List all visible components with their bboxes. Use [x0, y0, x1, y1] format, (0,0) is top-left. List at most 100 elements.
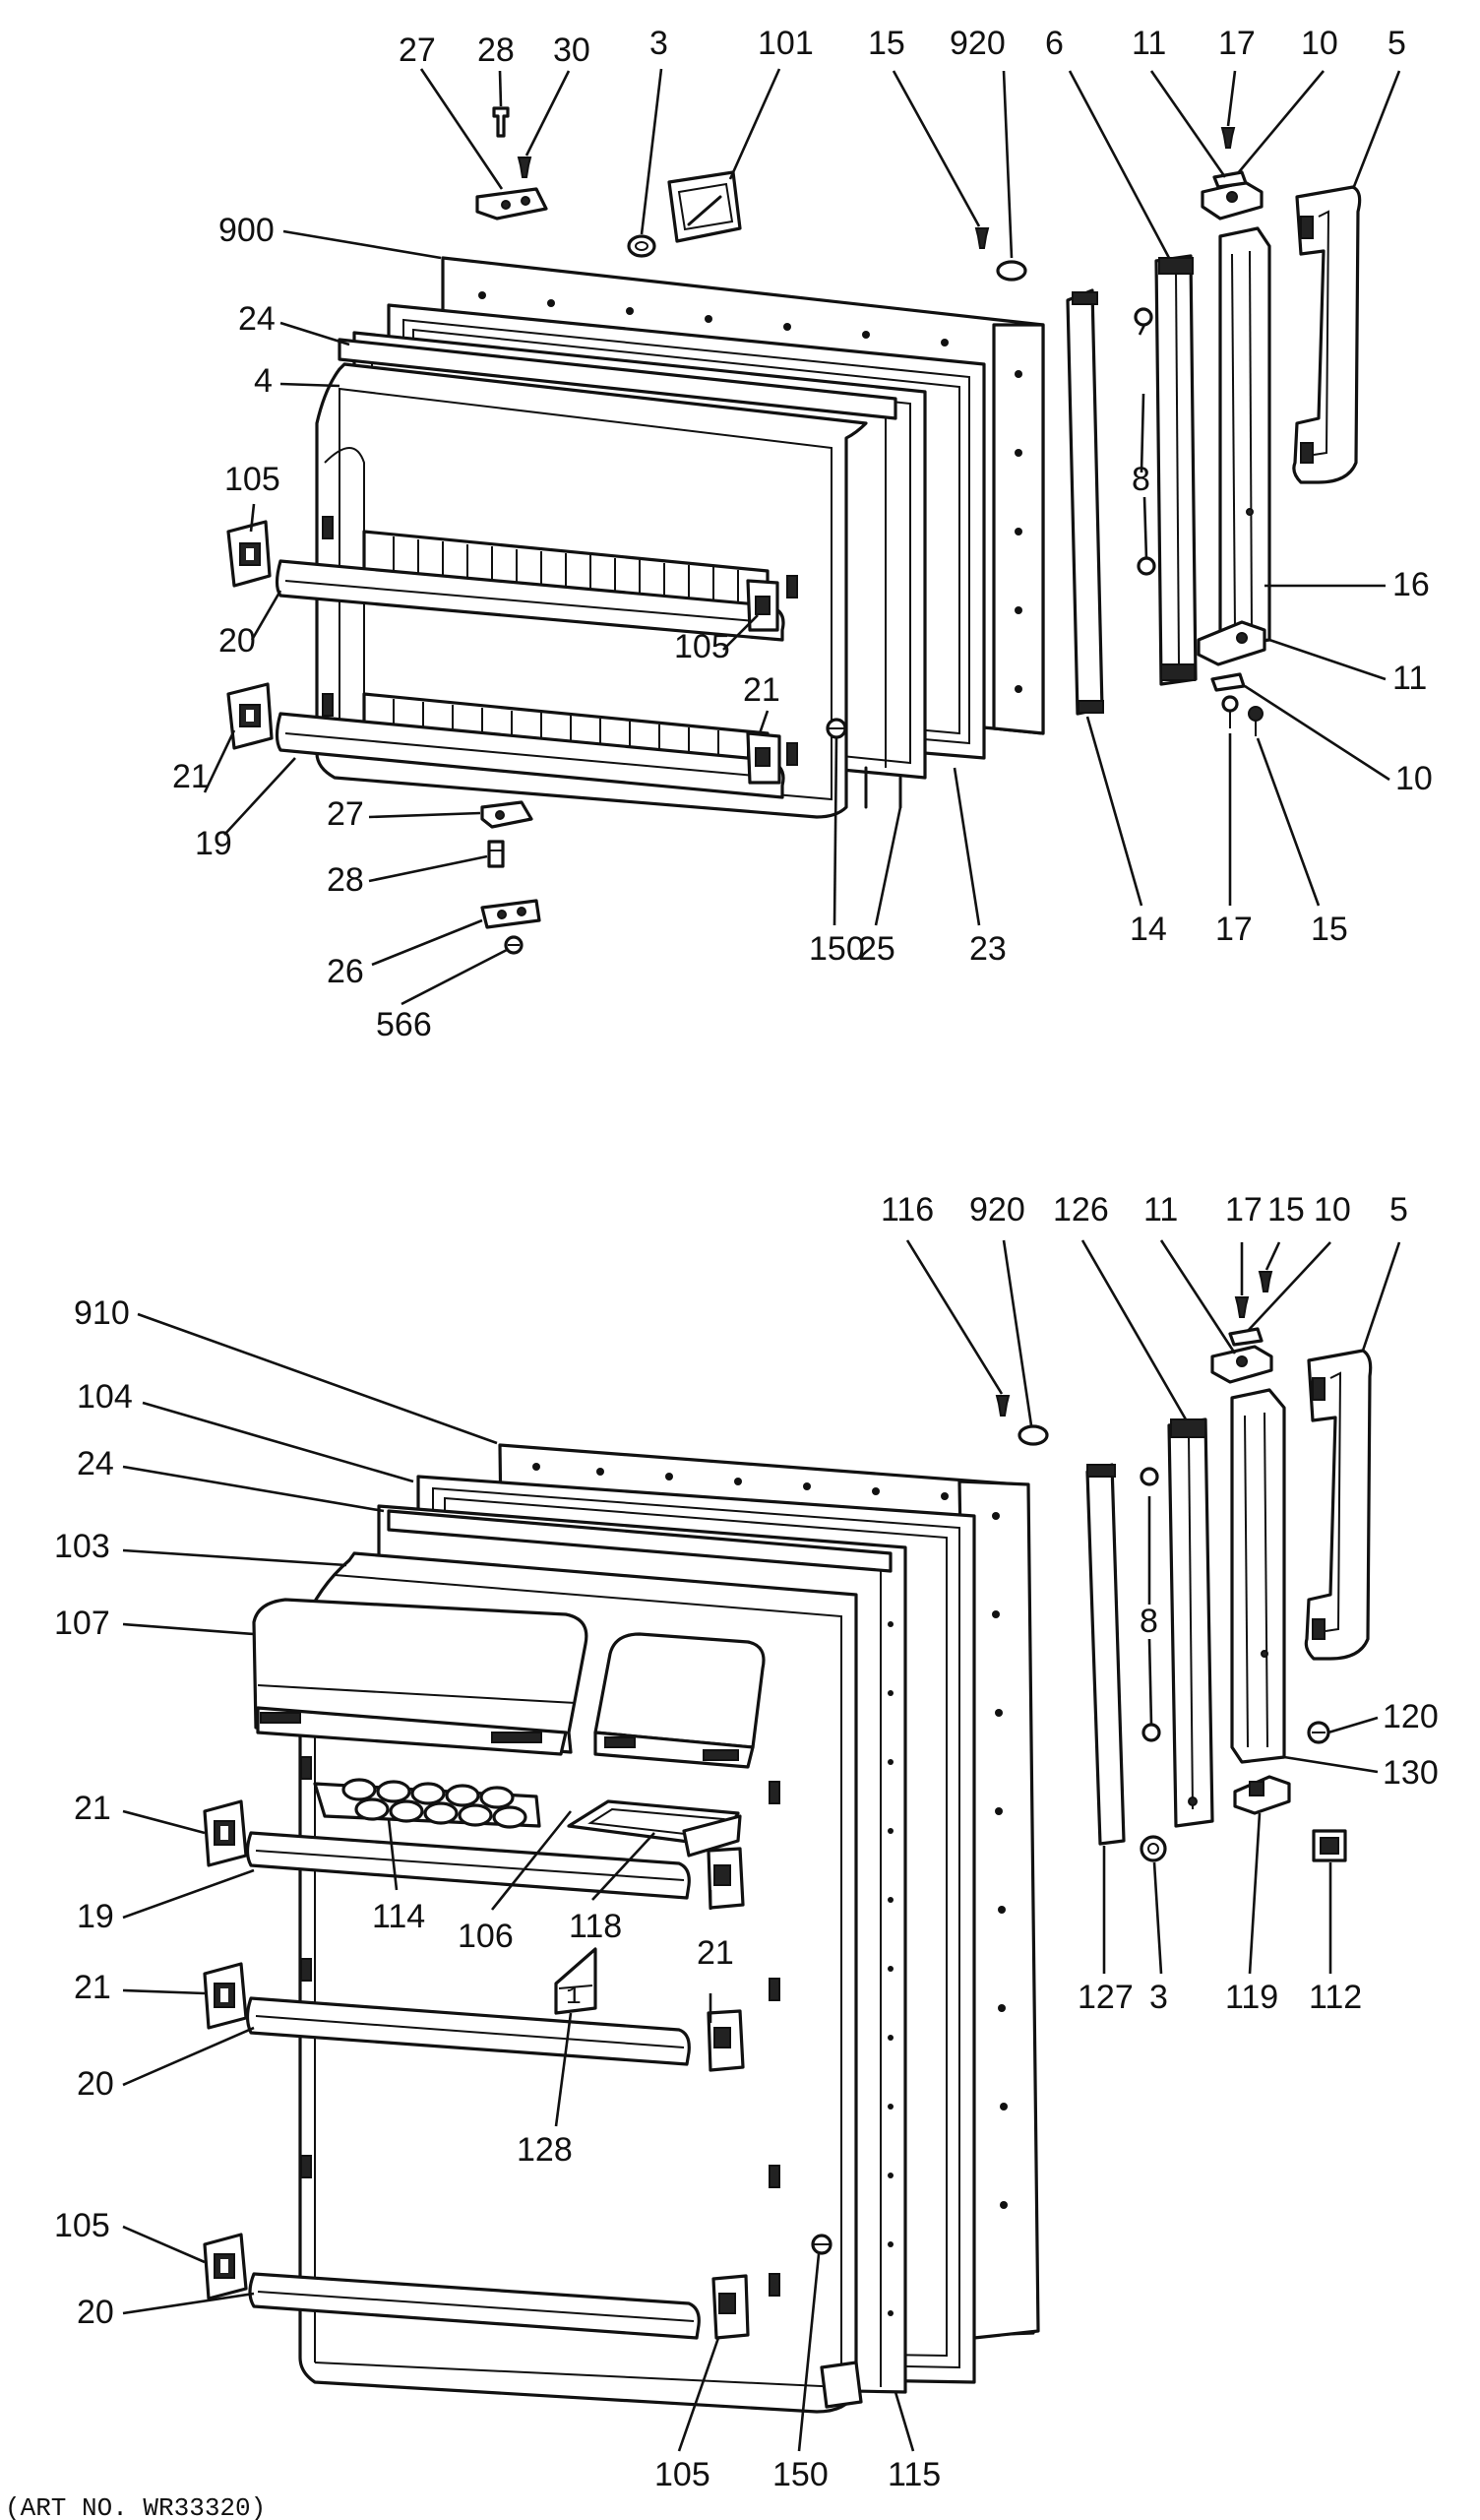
door-strip-24-bottom [387, 1509, 893, 1573]
compartment-door-106 [593, 1632, 766, 1769]
label-104: 104 [77, 1378, 133, 1416]
label-105-b-left: 105 [54, 2207, 110, 2244]
label-910: 910 [74, 1294, 130, 1332]
label-900: 900 [218, 212, 275, 249]
label-14: 14 [1130, 911, 1167, 948]
door-handle-5-bottom [1304, 1349, 1373, 1661]
liner-foot [820, 2361, 863, 2409]
label-128: 128 [517, 2131, 573, 2169]
shelf-bracket-105-upper [746, 579, 779, 632]
label-103: 103 [54, 1528, 110, 1565]
label-112: 112 [1309, 1979, 1362, 2016]
label-30: 30 [553, 32, 590, 69]
screw-566 [504, 935, 524, 955]
plug-920-top [996, 260, 1027, 282]
label-24: 24 [238, 300, 276, 338]
label-8-top: 8 [1132, 461, 1150, 498]
plate-10-bottom [1228, 1327, 1264, 1347]
svg-text:1: 1 [566, 1982, 582, 2011]
handle-trim-130 [1230, 1388, 1286, 1764]
label-20-b1: 20 [77, 2065, 114, 2103]
plug-3-top [627, 234, 656, 258]
dairy-compartment-107 [252, 1598, 588, 1756]
label-127: 127 [1078, 1979, 1134, 2016]
label-5-b: 5 [1389, 1191, 1408, 1228]
label-16: 16 [1392, 566, 1430, 603]
label-150-top: 150 [809, 930, 865, 968]
handle-end-cap-11-upper [1201, 180, 1264, 220]
label-27-lower: 27 [327, 795, 364, 833]
label-6: 6 [1045, 25, 1064, 62]
label-920-b: 920 [969, 1191, 1025, 1228]
label-126: 126 [1053, 1191, 1109, 1228]
screw-120 [1307, 1721, 1330, 1744]
label-17: 17 [1218, 25, 1256, 62]
shelf-bar-20-middle [245, 1996, 691, 2066]
screw-15-bottom [1258, 1271, 1273, 1292]
shelf-bar-19-bottom [245, 1831, 691, 1900]
label-17-lower: 17 [1215, 911, 1253, 948]
top-leader-lines [203, 68, 1401, 1006]
label-3-b: 3 [1149, 1979, 1168, 2016]
label-21-b-right: 21 [697, 1934, 734, 1972]
label-28: 28 [477, 32, 515, 69]
hinge-bar-126 [1167, 1418, 1214, 1828]
screw-15-top [974, 227, 990, 249]
label-20: 20 [218, 622, 256, 660]
egg-tray-114 [313, 1778, 541, 1829]
label-101: 101 [758, 25, 814, 62]
label-21-b2: 21 [74, 1969, 111, 2006]
label-118: 118 [569, 1908, 622, 1945]
label-21-b1: 21 [74, 1790, 111, 1827]
hinge-pin-28-top [492, 106, 510, 138]
label-plate-128: 1 [554, 1947, 597, 2015]
plate-10-upper [1212, 170, 1248, 189]
label-8-b: 8 [1140, 1603, 1158, 1640]
label-150-b: 150 [772, 2456, 829, 2493]
label-105-b-bottom: 105 [654, 2456, 710, 2493]
label-566: 566 [376, 1006, 432, 1043]
breaker-strip-bottom [864, 766, 902, 809]
label-19: 19 [195, 825, 232, 862]
label-3: 3 [649, 25, 668, 62]
label-115: 115 [888, 2456, 941, 2493]
screw-17-lower [1221, 695, 1239, 728]
hinge-27-top [475, 187, 548, 220]
door-handle-5 [1292, 185, 1362, 484]
label-21-left: 21 [172, 758, 210, 795]
label-5: 5 [1388, 25, 1406, 62]
label-11-b: 11 [1143, 1191, 1178, 1228]
screw-15-lower [1248, 706, 1264, 736]
hinge-pin-28-lower [487, 840, 505, 868]
label-11-lower: 11 [1392, 660, 1427, 697]
shelf-bracket-105-left-bottom [203, 2233, 248, 2300]
footer-art-number: (ART NO. WR33320) [5, 2493, 266, 2520]
label-107: 107 [54, 1605, 110, 1642]
label-10-b: 10 [1314, 1191, 1351, 1228]
shelf-bracket-21-right [746, 731, 781, 785]
label-920: 920 [950, 25, 1006, 62]
shelf-bracket-21-right-a [707, 1847, 745, 1910]
screw-116 [995, 1395, 1011, 1417]
shelf-bracket-21-left-b [203, 1962, 248, 2030]
shelf-bracket-21-left-a [203, 1799, 248, 1867]
label-19-b: 19 [77, 1898, 114, 1935]
door-strip-24 [338, 338, 897, 420]
screw-30 [517, 157, 532, 178]
hinge-plate-26 [480, 899, 541, 929]
label-4: 4 [254, 362, 273, 400]
label-15: 15 [868, 25, 905, 62]
label-119: 119 [1225, 1979, 1278, 2016]
screw-17-bottom [1234, 1296, 1250, 1318]
label-11: 11 [1132, 25, 1166, 62]
label-10-lower: 10 [1395, 760, 1433, 797]
plate-10-lower [1210, 672, 1246, 692]
butter-tray-118 [567, 1799, 742, 1858]
label-130: 130 [1383, 1754, 1439, 1792]
label-28-lower: 28 [327, 861, 364, 899]
screw-150-bottom [811, 2234, 832, 2255]
hinge-bar-6 [1154, 254, 1198, 686]
label-10: 10 [1301, 25, 1338, 62]
shelf-bracket-21-right-b [707, 2009, 745, 2072]
bottom-door-assembly: 1 [54, 1191, 1439, 2493]
